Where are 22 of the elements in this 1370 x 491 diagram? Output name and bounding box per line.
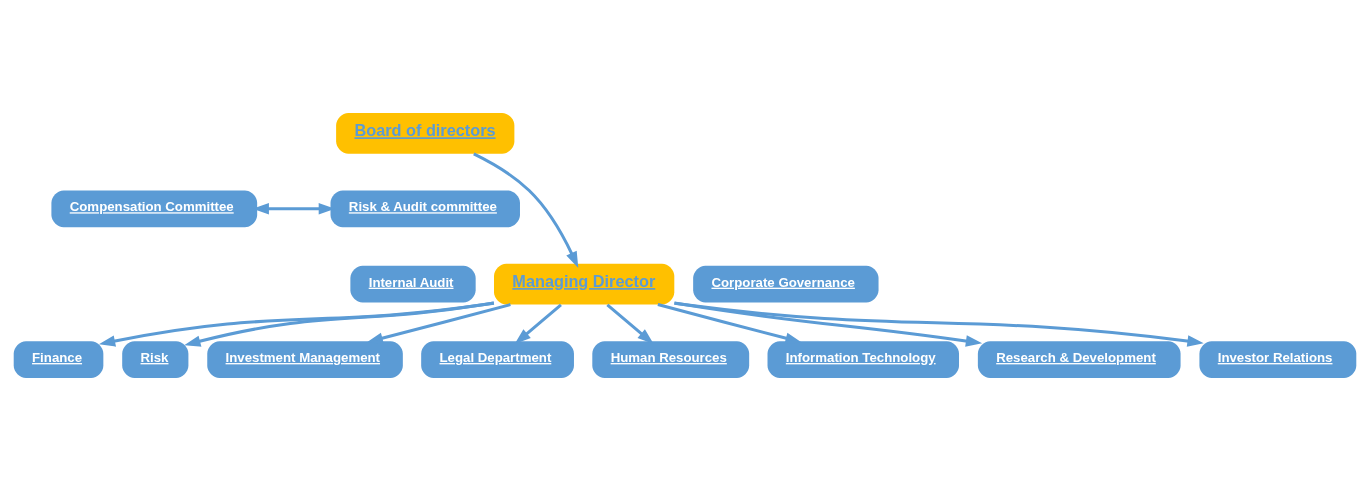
node-box: Finance bbox=[13, 341, 104, 378]
arrow bbox=[606, 303, 654, 345]
arrow bbox=[98, 301, 495, 347]
node-box: Investment Management bbox=[207, 341, 403, 378]
node-box: Corporate Governance bbox=[693, 265, 879, 303]
node-box: Compensation Committee bbox=[51, 190, 258, 228]
node-box: Human Resources bbox=[592, 341, 750, 378]
node-box: Managing Director bbox=[494, 263, 675, 305]
arrow bbox=[514, 303, 562, 345]
node-box: Internal Audit bbox=[350, 265, 476, 303]
arrow bbox=[184, 301, 495, 347]
arrow bbox=[674, 301, 1204, 347]
arrow bbox=[657, 303, 802, 344]
node-box: Risk & Audit committee bbox=[330, 190, 520, 228]
node-box: Board of directors bbox=[336, 113, 515, 154]
node-box: Investor Relations bbox=[1199, 341, 1357, 378]
node-box: Legal Department bbox=[421, 341, 574, 378]
node-box: Risk bbox=[122, 341, 189, 378]
arrow bbox=[366, 303, 511, 344]
node-box: Information Technology bbox=[767, 341, 959, 378]
node-box: Research & Development bbox=[977, 341, 1181, 378]
arrow bbox=[473, 152, 579, 268]
